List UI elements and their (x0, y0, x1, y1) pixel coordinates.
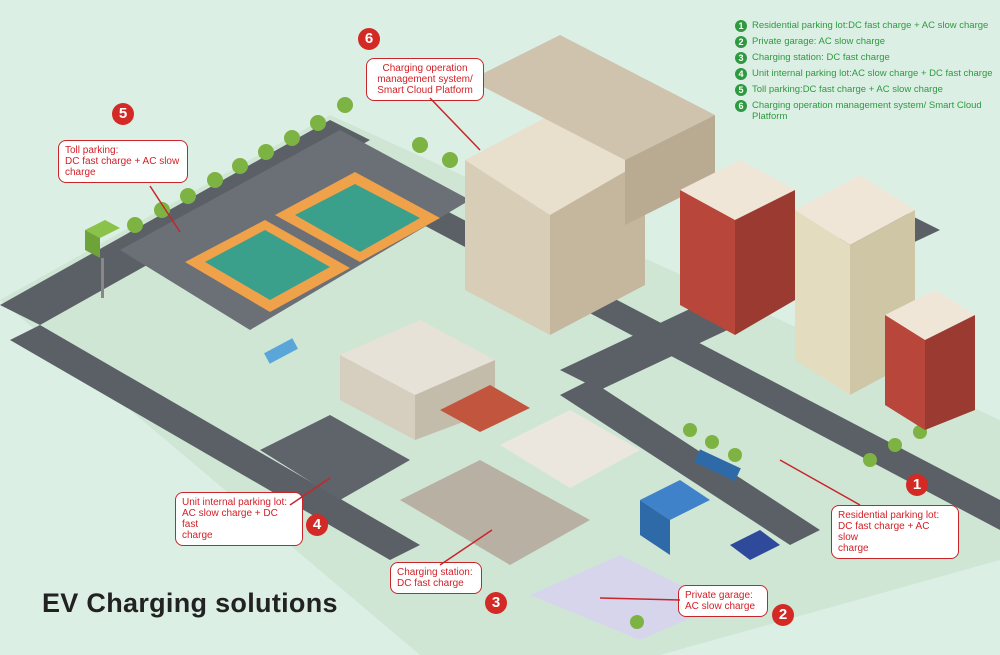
legend-item: 5 Toll parking:DC fast charge + AC slow c… (735, 84, 997, 96)
legend-item: 4 Unit internal parking lot:AC slow charg… (735, 68, 997, 80)
callout-line: Private garage: (685, 590, 753, 601)
badge-5: 5 (112, 103, 134, 125)
callout-line: Unit internal parking lot: (182, 497, 288, 508)
callout-line: DC fast charge + AC slow (65, 156, 180, 167)
callout-line: management system/ (377, 74, 473, 85)
callout-line: Residential parking lot: (838, 510, 940, 521)
callout-toll-parking: Toll parking: DC fast charge + AC slow c… (58, 140, 188, 183)
callout-unit-internal-lot: Unit internal parking lot: AC slow charg… (175, 492, 303, 546)
legend-item: 2 Private garage: AC slow charge (735, 36, 997, 48)
callout-line: Charging operation (382, 63, 468, 74)
callout-line: charge (182, 530, 213, 541)
legend-text: Toll parking:DC fast charge + AC slow ch… (752, 84, 943, 95)
legend-item: 6 Charging operation management system/ S… (735, 100, 997, 122)
callout-line: charge (65, 167, 96, 178)
legend-number-icon: 3 (735, 52, 747, 64)
badge-3: 3 (485, 592, 507, 614)
legend-text: Residential parking lot:DC fast charge +… (752, 20, 989, 31)
callout-line: AC slow charge (685, 601, 756, 612)
callout-line: AC slow charge + DC fast (182, 508, 278, 530)
callout-line: Charging station: (397, 567, 473, 578)
callout-line: DC fast charge + AC slow (838, 521, 930, 543)
legend-number-icon: 6 (735, 100, 747, 112)
legend: 1 Residential parking lot:DC fast charge … (735, 20, 997, 126)
badge-1: 1 (906, 474, 928, 496)
callout-line: DC fast charge (397, 578, 464, 589)
badge-6: 6 (358, 28, 380, 50)
page-title: EV Charging solutions (42, 588, 338, 618)
callout-line: Toll parking: (65, 145, 119, 156)
legend-number-icon: 1 (735, 20, 747, 32)
legend-number-icon: 4 (735, 68, 747, 80)
callout-charging-station: Charging station: DC fast charge (390, 562, 482, 594)
badge-4: 4 (306, 514, 328, 536)
legend-text: Unit internal parking lot:AC slow charge… (752, 68, 993, 79)
badge-2: 2 (772, 604, 794, 626)
legend-text: Charging station: DC fast charge (752, 52, 890, 63)
callout-line: Smart Cloud Platform (377, 85, 473, 96)
legend-number-icon: 5 (735, 84, 747, 96)
callout-line: charge (838, 543, 869, 554)
legend-text: Charging operation management system/ Sm… (752, 100, 982, 122)
callout-private-garage: Private garage: AC slow charge (678, 585, 768, 617)
callout-residential-lot: Residential parking lot: DC fast charge … (831, 505, 959, 559)
legend-number-icon: 2 (735, 36, 747, 48)
legend-item: 1 Residential parking lot:DC fast charge … (735, 20, 997, 32)
callout-cloud-platform: Charging operation management system/ Sm… (366, 58, 484, 101)
legend-item: 3 Charging station: DC fast charge (735, 52, 997, 64)
legend-text: Private garage: AC slow charge (752, 36, 886, 47)
